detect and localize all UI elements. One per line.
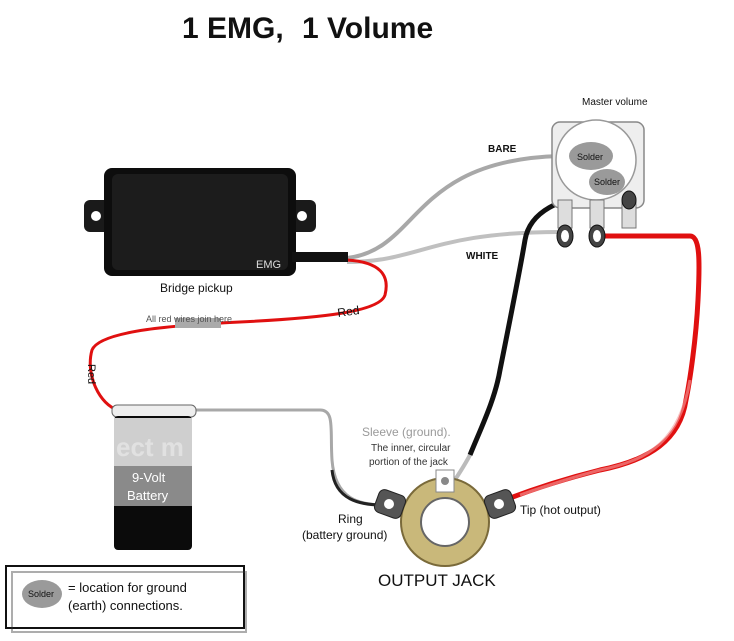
legend (5, 565, 247, 633)
output-jack (373, 469, 517, 567)
black-wire (467, 187, 601, 456)
red-wire-label-left: Red (85, 364, 97, 384)
battery-watermark: ect m (116, 432, 184, 462)
legend-line-1: = location for ground (68, 580, 187, 595)
ring-desc: (battery ground) (302, 528, 387, 542)
diagram-title-part2: 1 Volume (302, 12, 433, 45)
sleeve-desc-2: portion of the jack (369, 457, 449, 468)
red-join-sleeve (175, 318, 221, 328)
red-wire-highlight (519, 379, 692, 497)
red-wire-label-top: Red (336, 303, 360, 320)
battery-label: Battery (127, 488, 169, 503)
sleeve-label: Sleeve (ground). (362, 425, 451, 439)
pot-solder-top-label: Solder (577, 152, 603, 162)
solder-blob-top (569, 142, 613, 170)
jack-label: OUTPUT JACK (378, 571, 496, 590)
battery-ground-wire (195, 408, 386, 507)
bare-wire (346, 154, 561, 260)
solder-blob-mid (589, 169, 625, 195)
ring-label: Ring (338, 512, 363, 526)
bare-wire-label: BARE (488, 144, 517, 155)
legend-solder-icon (22, 580, 62, 608)
red-hot-wire (499, 233, 702, 505)
red-power-wire (88, 258, 388, 412)
volume-pot (551, 119, 645, 248)
pickup-brand: EMG (256, 259, 281, 271)
emg-pickup (84, 168, 348, 276)
tip-label: Tip (hot output) (520, 503, 601, 517)
legend-line-2: (earth) connections. (68, 598, 183, 613)
pot-label: Master volume (582, 97, 648, 108)
battery-volt-label: 9-Volt (132, 470, 166, 485)
white-wire (346, 230, 561, 264)
legend-solder-label: Solder (28, 589, 54, 599)
pickup-label: Bridge pickup (160, 281, 233, 295)
white-wire-label: WHITE (466, 251, 499, 262)
diagram-title-part1: 1 EMG, (182, 12, 284, 45)
battery (111, 404, 197, 550)
sleeve-desc-1: The inner, circular (371, 443, 451, 454)
pot-solder-mid-label: Solder (594, 177, 620, 187)
join-note: All red wires join here (146, 314, 232, 324)
